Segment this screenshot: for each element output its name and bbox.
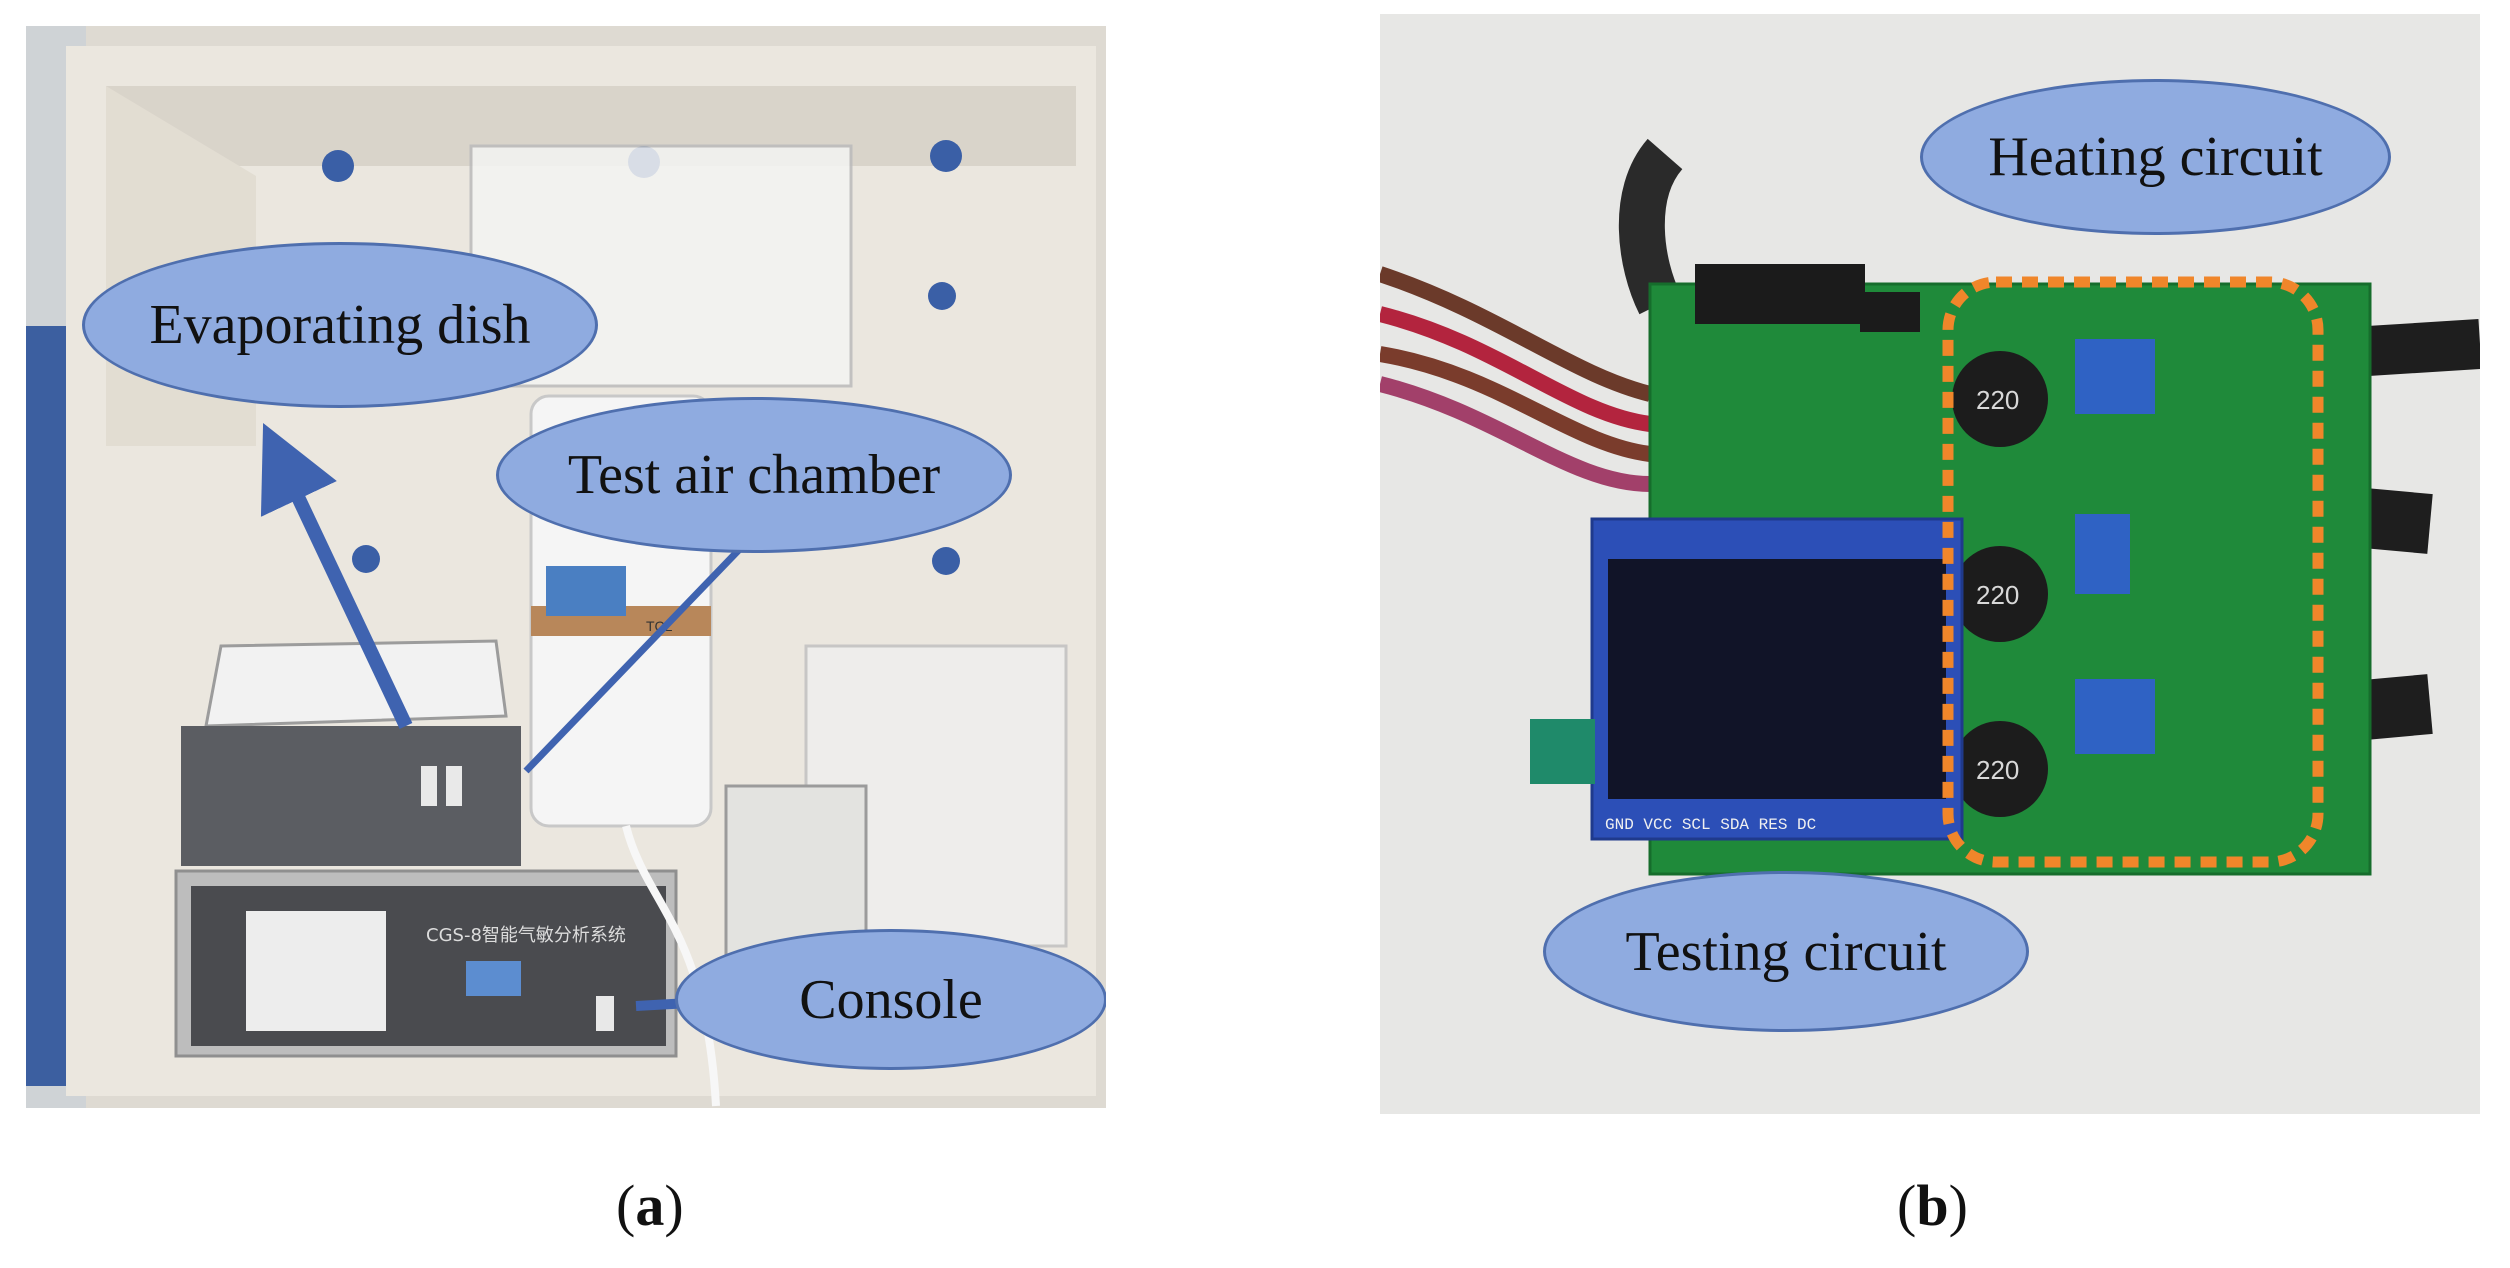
inductor-markings: 220 220 220 xyxy=(1976,385,2019,785)
caption-panel-b: (b) xyxy=(1897,1173,1968,1238)
label-evaporating-dish: Evaporating dish xyxy=(82,242,598,408)
potentiometers xyxy=(2075,339,2155,754)
label-testing-circuit: Testing circuit xyxy=(1543,871,2029,1032)
label-test-air-chamber: Test air chamber xyxy=(496,397,1012,553)
heating-stage xyxy=(181,639,521,866)
pin-header-text: GND VCC SCL SDA RES DC xyxy=(1605,816,1816,834)
svg-text:220: 220 xyxy=(1976,580,2019,610)
label-heating-circuit: Heating circuit xyxy=(1920,79,2391,235)
inductors xyxy=(1952,351,2048,817)
svg-text:220: 220 xyxy=(1976,385,2019,415)
console-device: CGS-8智能气敏分析系统 xyxy=(174,869,678,1058)
arrow-to-evaporating-dish xyxy=(260,423,413,729)
panel-b-photo: 220 220 220 GND VCC SCL SDA RES DC Heati… xyxy=(1380,14,2480,1114)
label-console: Console xyxy=(675,929,1106,1070)
oled-module: GND VCC SCL SDA RES DC xyxy=(1590,517,1964,841)
svg-text:220: 220 xyxy=(1976,755,2019,785)
caption-panel-a: (a) xyxy=(616,1173,684,1238)
heating-circuit-outline xyxy=(1942,276,2324,868)
console-model-text: CGS-8智能气敏分析系统 xyxy=(426,925,626,946)
panel-a-photo: TCL CGS-8智能气敏分析系统 Evaporating dish Test … xyxy=(26,26,1106,1108)
